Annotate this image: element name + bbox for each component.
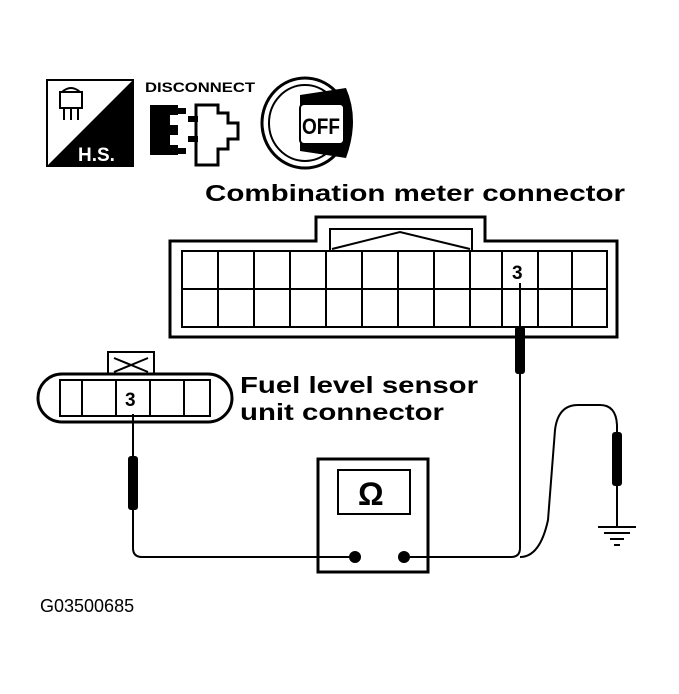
meter-probe (515, 283, 525, 380)
fuel-sensor-label-line1: Fuel level sensor (240, 372, 478, 398)
fuel-level-sensor-connector: 3 (36, 351, 234, 424)
ohmmeter: Ω (316, 457, 430, 574)
test-leads (132, 380, 618, 558)
hs-icon: H.S. (46, 79, 134, 167)
ohmmeter-terminal-left (349, 551, 361, 563)
ground-icon (598, 526, 636, 546)
combination-meter-connector-label: Combination meter connector (205, 180, 625, 206)
disconnect-label: DISCONNECT (145, 79, 256, 95)
sensor-probe (128, 414, 138, 520)
ground-probe (612, 432, 622, 527)
hs-label: H.S. (78, 145, 115, 166)
sensor-terminal-3: 3 (125, 390, 136, 411)
ignition-off-icon: OFF (260, 76, 353, 170)
ohmmeter-terminal-right (398, 551, 410, 563)
ohm-symbol: Ω (358, 476, 384, 512)
fuel-sensor-label-line2: unit connector (240, 399, 444, 425)
figure-id: G03500685 (40, 596, 134, 616)
disconnect-icon: DISCONNECT (145, 79, 256, 167)
ignition-off-label: OFF (302, 114, 340, 139)
combination-meter-connector: 3 (168, 215, 619, 339)
meter-terminal-3: 3 (512, 263, 523, 284)
